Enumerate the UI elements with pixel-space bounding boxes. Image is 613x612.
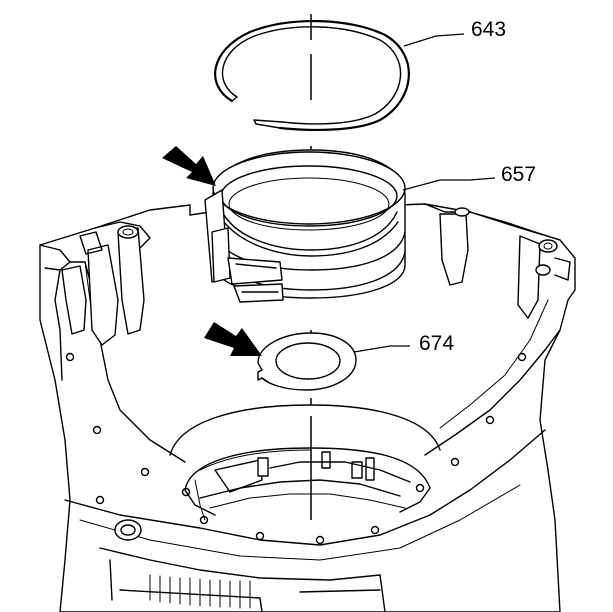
transmission-case: [39, 203, 576, 612]
callout-674: 674: [419, 332, 454, 355]
callout-643: 643: [471, 18, 506, 41]
pointer-arrow-icon: [162, 146, 216, 186]
callout-657: 657: [501, 163, 536, 186]
band-657: [204, 149, 406, 303]
thrust-washer-674: [257, 332, 357, 391]
snap-ring-643: [214, 20, 410, 131]
bottom-ribbing: [119, 574, 381, 612]
leader-lines: [353, 33, 496, 353]
pointer-arrow-icon: [204, 322, 262, 356]
